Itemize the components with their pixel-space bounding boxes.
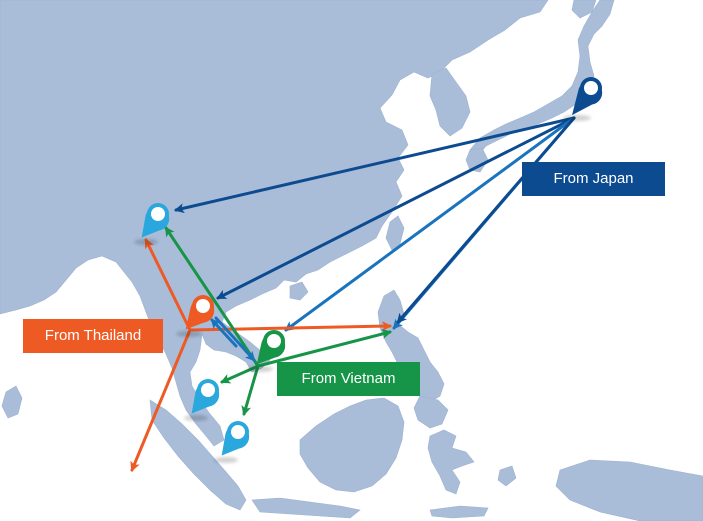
label-from-vietnam: From Vietnam (277, 362, 420, 396)
route-thailand-myanmar (144, 238, 192, 332)
borneo (299, 397, 405, 493)
route-japan-thailand (216, 116, 576, 300)
maluku (497, 465, 517, 487)
asia-mainland (0, 0, 549, 447)
timor (429, 505, 489, 519)
pin-malaysia-destination (184, 379, 220, 421)
route-vietnam-philippines (256, 329, 392, 368)
pins (134, 77, 603, 463)
korea (429, 67, 471, 137)
sulawesi (427, 429, 475, 495)
route-japan-philippines-b (396, 116, 576, 324)
java (251, 497, 361, 519)
hokkaido (571, 0, 597, 19)
route-thailand-vietnam (214, 316, 256, 362)
route-thailand-philippines (188, 321, 392, 332)
new-guinea (555, 459, 703, 521)
route-vietnam-myanmar (164, 226, 260, 368)
taiwan (385, 215, 405, 251)
label-from-thailand: From Thailand (23, 319, 163, 353)
kyushu (465, 147, 489, 173)
route-japan-vietnam (284, 116, 576, 332)
pin-thailand-origin (176, 295, 215, 337)
hainan (289, 281, 309, 301)
route-vietnam-singapore (241, 364, 260, 416)
pin-vietnam-origin (247, 330, 286, 372)
routes-thailand (130, 238, 392, 472)
sri-lanka (1, 385, 23, 419)
philippines-south (413, 395, 449, 429)
route-japan-myanmar (174, 116, 576, 214)
route-vietnam-thailand (210, 318, 238, 348)
pin-myanmar-destination (134, 203, 170, 245)
pin-singapore-destination (214, 421, 250, 463)
routes-thai-viet (210, 316, 256, 362)
route-thailand-indonesia (130, 328, 192, 472)
japan-islands (469, 0, 615, 157)
routes-japan (174, 116, 576, 332)
pin-japan-origin (563, 77, 603, 121)
sumatra (149, 399, 247, 511)
label-from-japan: From Japan (522, 162, 665, 196)
